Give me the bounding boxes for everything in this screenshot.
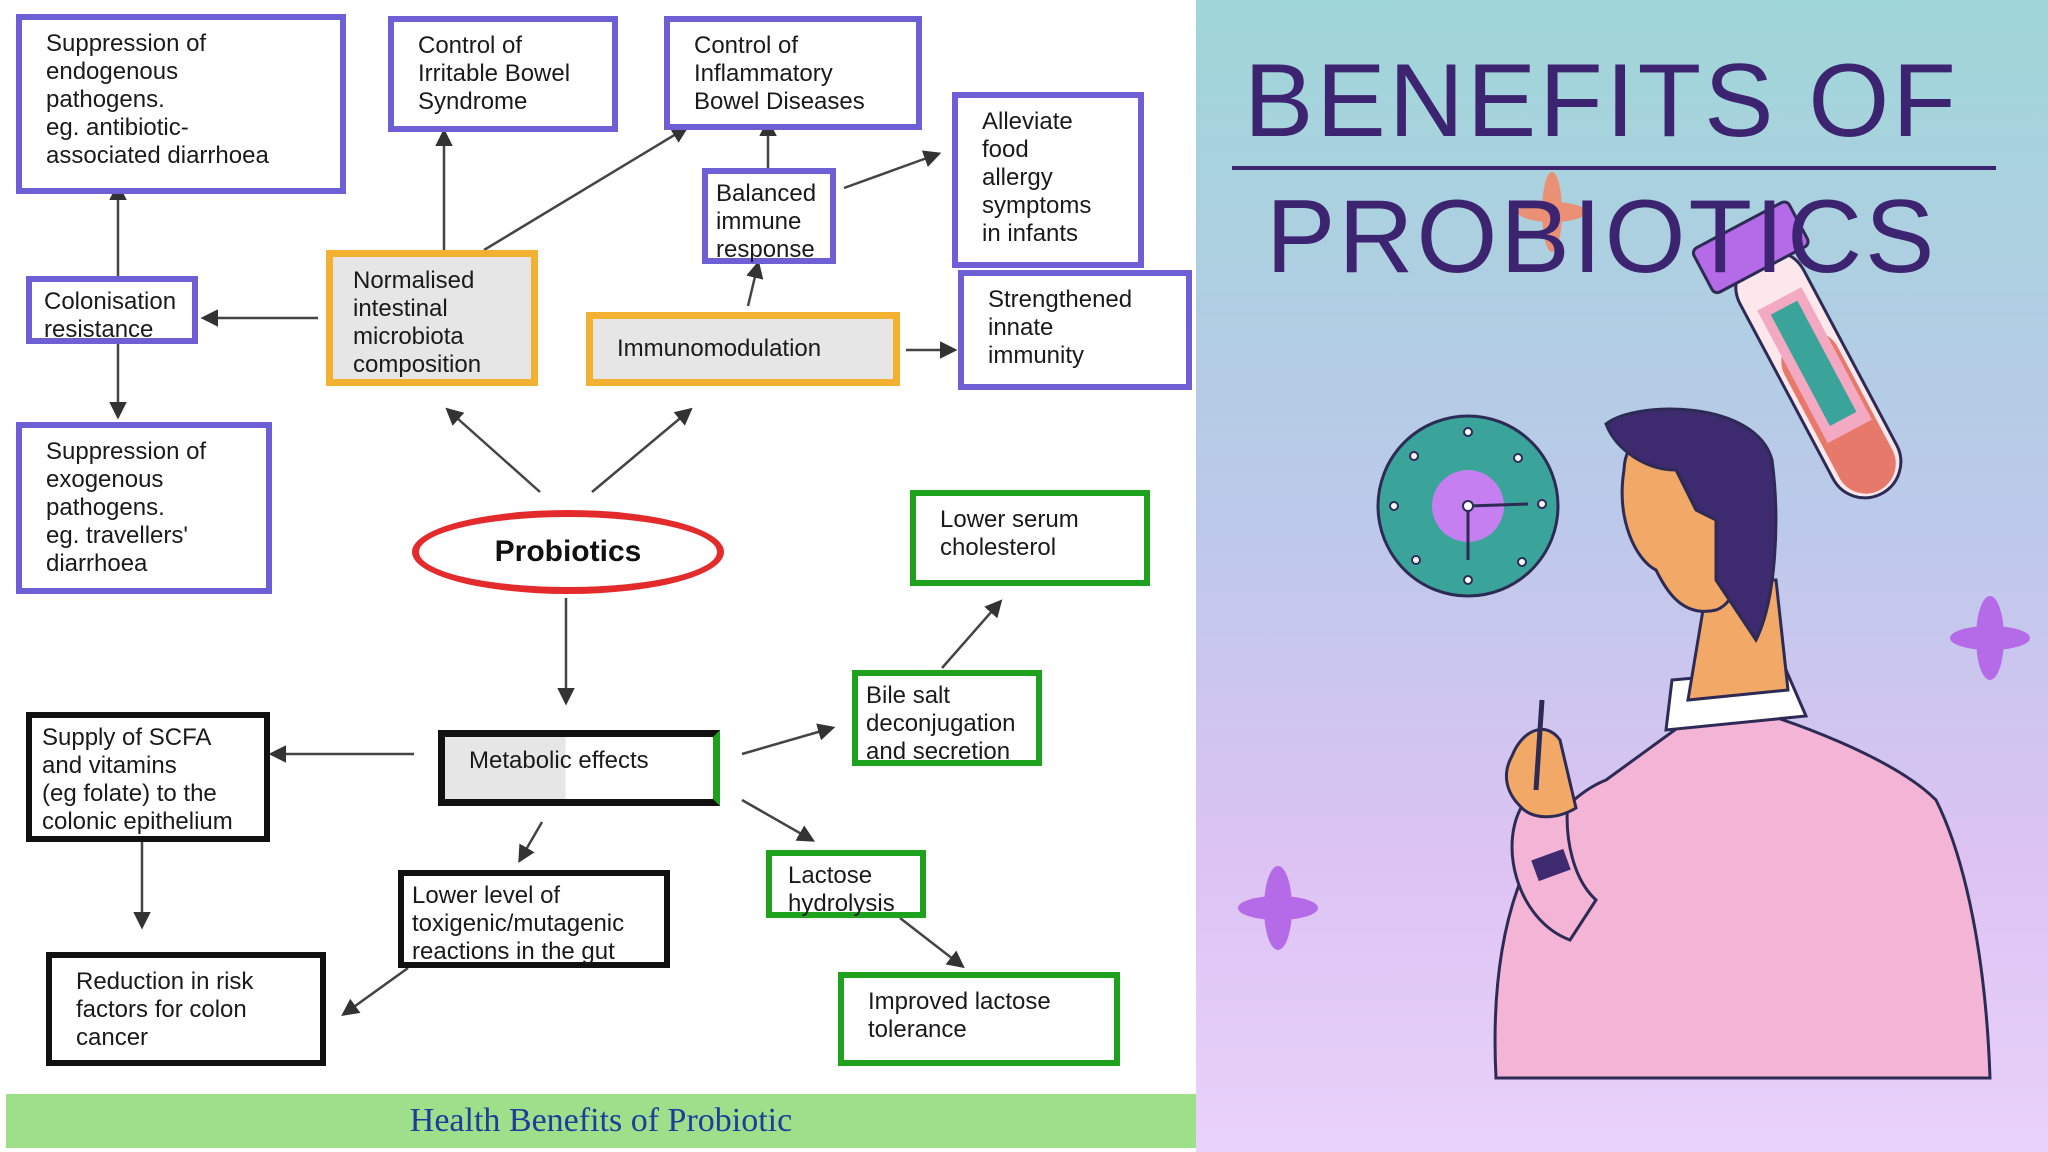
arrow-to-alleviate (843, 150, 942, 190)
box-suppression-exogenous: Suppression of exogenous pathogens. eg. … (16, 422, 272, 594)
box-balanced-immune: Balanced immune response (702, 168, 836, 264)
box-lower-cholesterol: Lower serum cholesterol (910, 490, 1150, 586)
box-bile-salt: Bile salt deconjugation and secretion (852, 670, 1042, 766)
arrow-to-ibd (483, 126, 689, 252)
box-improved-lactose: Improved lactose tolerance (838, 972, 1120, 1066)
title-line-2: PROBIOTICS (1266, 179, 1938, 295)
petri-dish-icon (1376, 414, 1560, 598)
arrow-to-lactose-hydrolysis (741, 798, 816, 842)
illustration (1238, 172, 2030, 1080)
box-immunomodulation: Immunomodulation (586, 312, 900, 386)
box-normalised: Normalised intestinal microbiota composi… (326, 250, 538, 386)
title-line-1: BENEFITS OF (1244, 43, 1959, 159)
arrow-to-cholesterol (941, 599, 1003, 669)
arrow-to-reduction-from-toxigenic (341, 966, 409, 1017)
arrow-to-immunomodulation (591, 407, 693, 493)
sparkle-icon (1238, 866, 1318, 950)
title-panel: BENEFITS OF PROBIOTICS (1196, 0, 2048, 1152)
sparkle-icon (1518, 172, 1586, 252)
scientist-figure (1493, 407, 1992, 1080)
box-alleviate-allergy: Alleviate food allergy symptoms in infan… (952, 92, 1144, 268)
arrow-to-lower-toxigenic (518, 821, 544, 864)
caption-bar: Health Benefits of Probiotic (6, 1094, 1196, 1148)
arrow-to-normalised (445, 407, 541, 493)
arrow-to-bile-salt (741, 723, 836, 756)
box-colonisation: Colonisation resistance (26, 276, 198, 344)
box-metabolic-effects: Metabolic effects (438, 730, 720, 806)
box-lower-toxigenic: Lower level of toxigenic/mutagenic react… (398, 870, 670, 968)
box-suppression-endogenous: Suppression of endogenous pathogens. eg.… (16, 14, 346, 194)
sparkle-icon (1950, 596, 2030, 680)
box-reduction-risk: Reduction in risk factors for colon canc… (46, 952, 326, 1066)
arrow-to-improved-lactose (899, 917, 965, 969)
title-divider (1232, 166, 1996, 170)
diagram-caption: Health Benefits of Probiotic (409, 1102, 793, 1139)
test-tube-icon (1691, 200, 1903, 500)
diagram-arrows (109, 118, 1003, 1017)
diagram-panel: Suppression of endogenous pathogens. eg.… (6, 14, 1196, 1148)
box-supply-scfa: Supply of SCFA and vitamins (eg folate) … (26, 712, 270, 842)
arrow-to-balanced (746, 260, 764, 307)
box-control-ibd: Control of Inflammatory Bowel Diseases (664, 16, 922, 130)
center-probiotics: Probiotics (412, 510, 724, 594)
box-control-ibs: Control of Irritable Bowel Syndrome (388, 16, 618, 132)
box-lactose-hydrolysis: Lactose hydrolysis (766, 850, 926, 918)
box-strengthened: Strengthened innate immunity (958, 270, 1192, 390)
